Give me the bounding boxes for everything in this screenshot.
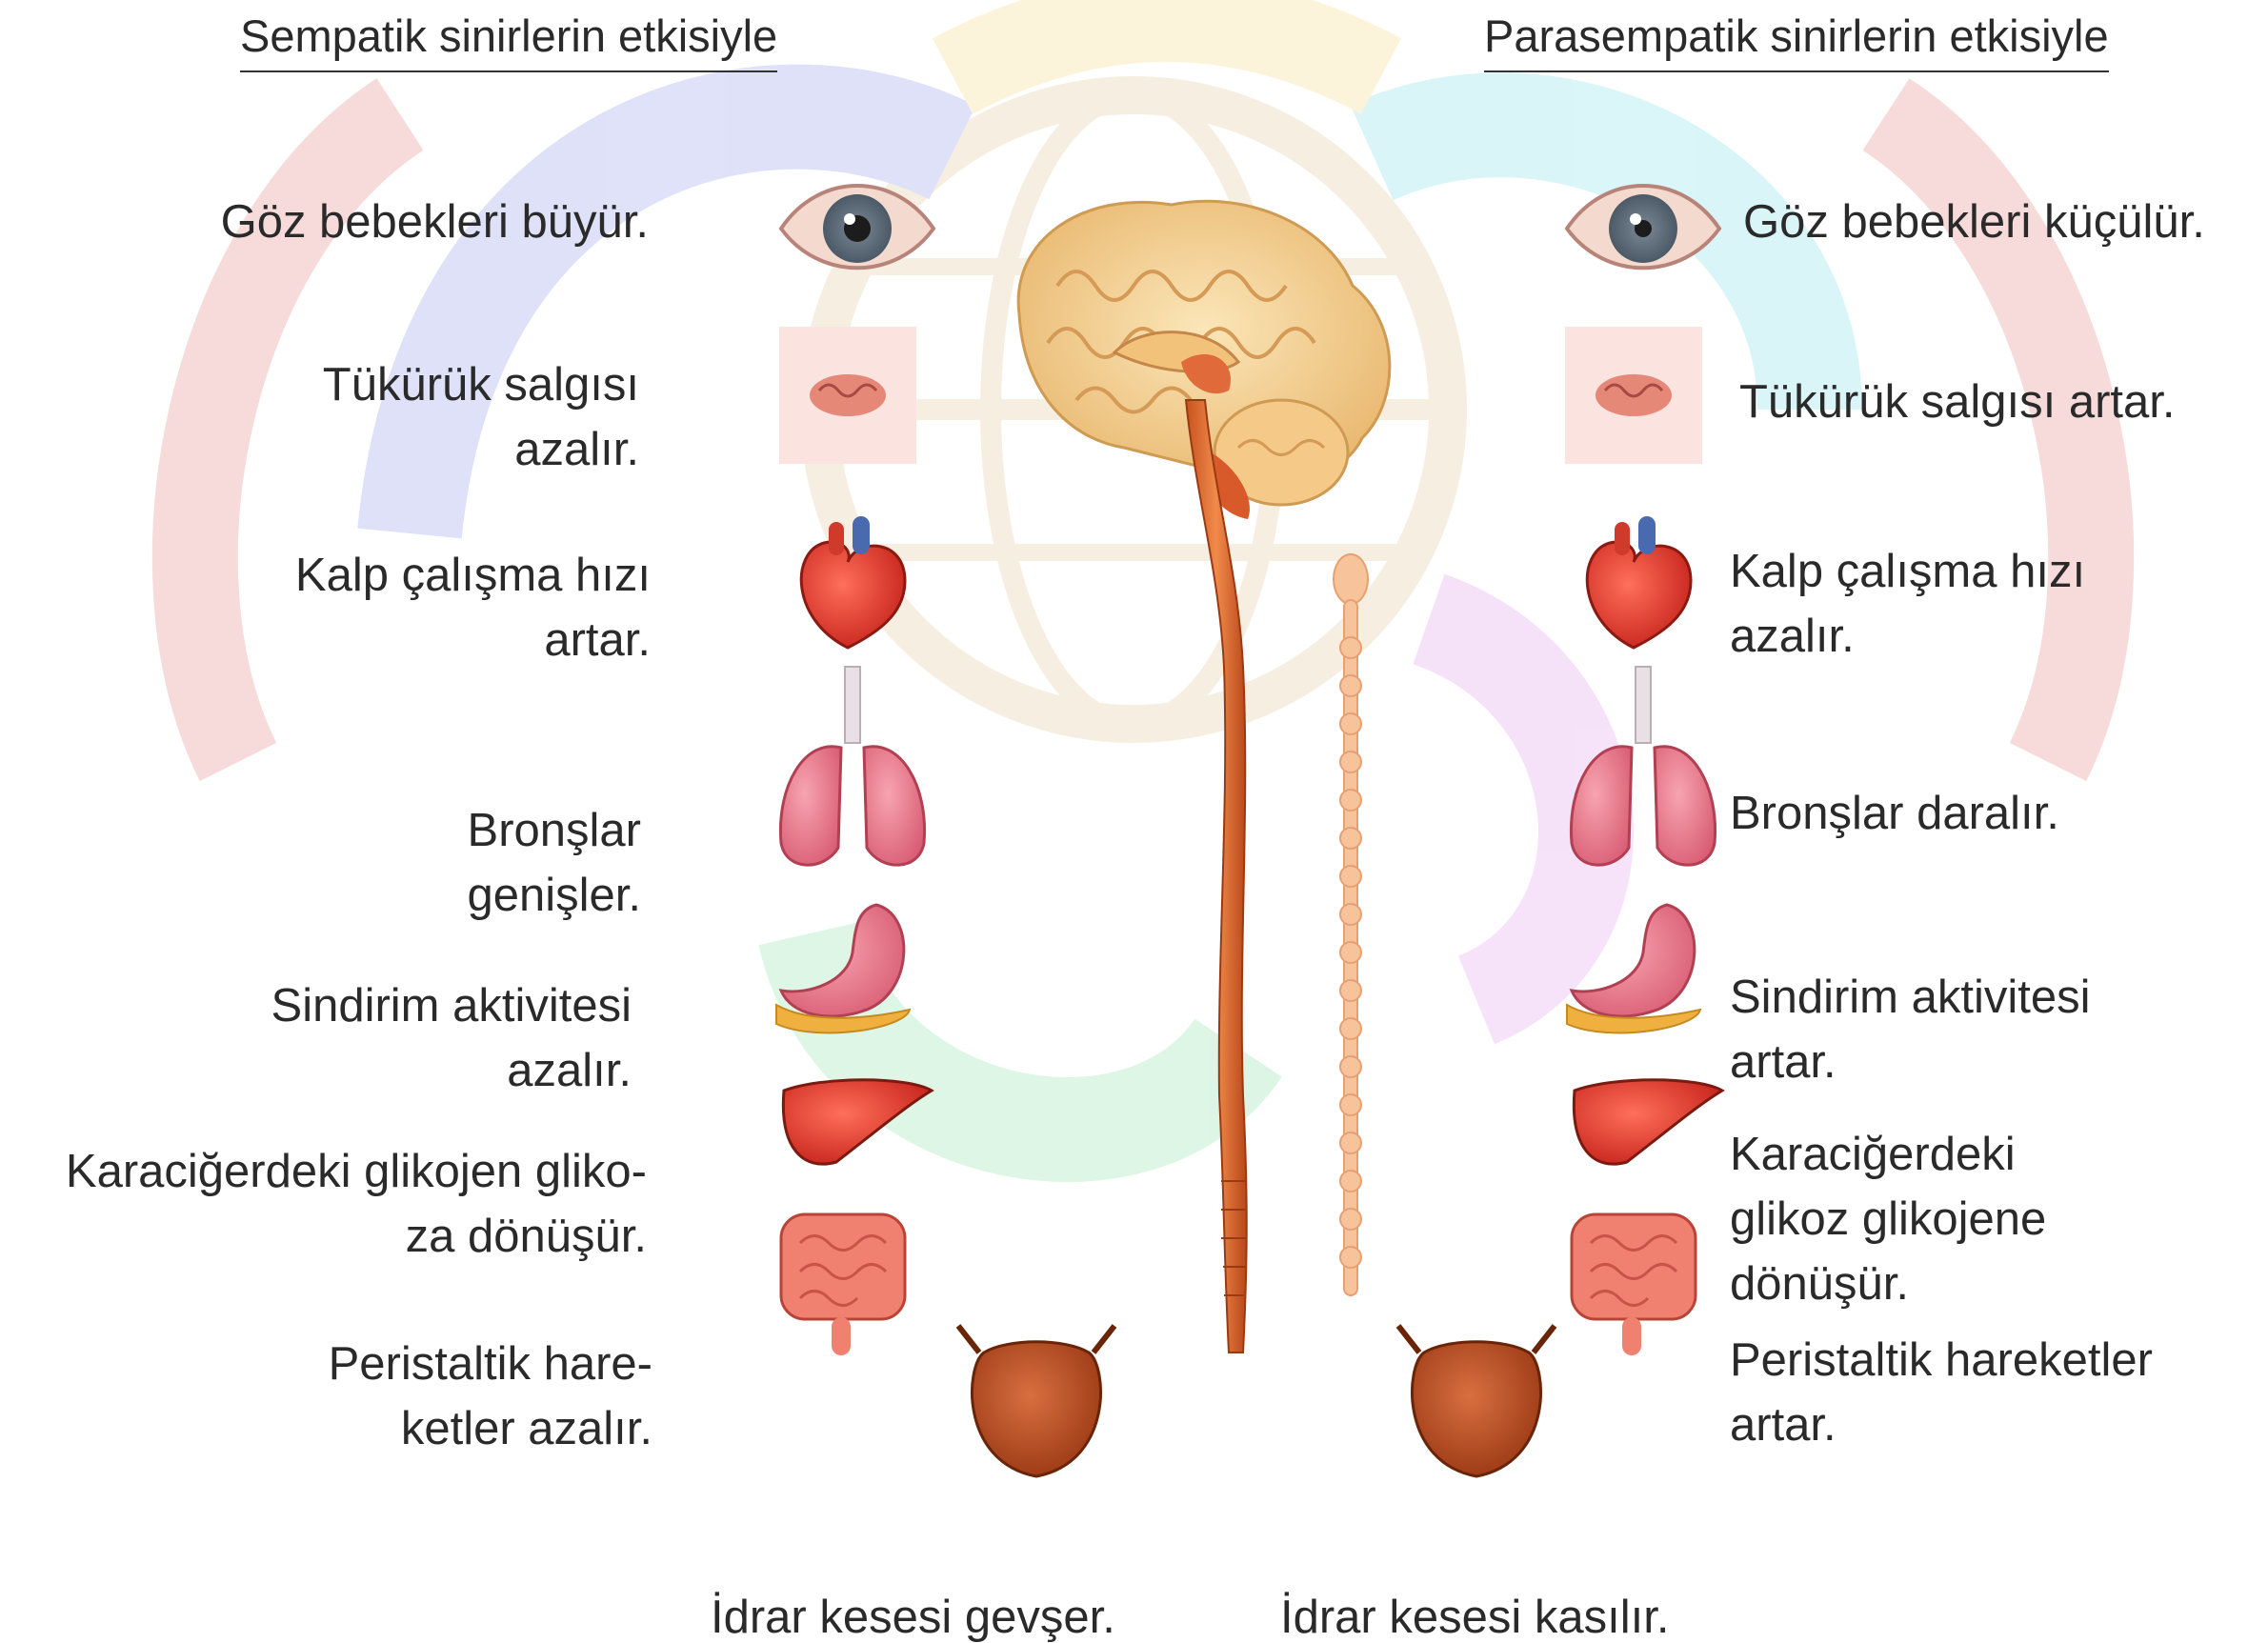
parasympathetic-bladder-caption: İdrar kesesi kasılır.	[1280, 1594, 1669, 1641]
sympathetic-effect-saliva: Tükürük salgısı azalır.	[323, 352, 639, 482]
bladder-icon	[1398, 1326, 1555, 1476]
sympathetic-header: Sempatik sinirlerin etkisiyle	[240, 10, 777, 62]
sympathetic-effect-liver: Karaciğerdeki glikojen gliko- za dönüşür…	[66, 1139, 647, 1269]
bladder-icon	[958, 1326, 1114, 1476]
sympathetic-effect-digestion: Sindirim aktivitesi azalır.	[271, 973, 632, 1103]
header-underline	[240, 70, 777, 72]
intestine-icon	[1572, 1214, 1696, 1355]
parasympathetic-effect-pupils: Göz bebekleri küçülür.	[1743, 190, 2205, 254]
heart-icon	[1587, 516, 1691, 648]
parasympathetic-header: Parasempatik sinirlerin etkisiyle	[1484, 10, 2109, 62]
stomach-icon	[1567, 905, 1700, 1032]
parasympathetic-effect-digestion: Sindirim aktivitesi artar.	[1730, 965, 2090, 1094]
liver-icon	[783, 1080, 932, 1164]
lungs-icon	[780, 667, 924, 865]
parasympathetic-effect-bronchi: Bronşlar daralır.	[1730, 781, 2059, 846]
sympathetic-header-text: Sempatik sinirlerin etkisiyle	[240, 10, 777, 61]
parasympathetic-effect-peristalsis: Peristaltik hareketler artar.	[1730, 1328, 2153, 1457]
sympathetic-effect-peristalsis: Peristaltik hare- ketler azalır.	[329, 1332, 652, 1461]
lungs-icon	[1571, 667, 1715, 865]
sympathetic-effect-pupils: Göz bebekleri büyür.	[221, 190, 649, 254]
eye-icon	[1567, 186, 1719, 268]
sympathetic-effect-heart: Kalp çalışma hızı artar.	[295, 543, 651, 672]
intestine-icon	[781, 1214, 905, 1355]
parasympathetic-header-text: Parasempatik sinirlerin etkisiyle	[1484, 10, 2109, 61]
parasympathetic-effect-heart: Kalp çalışma hızı azalır.	[1730, 539, 2085, 669]
sympathetic-chain-icon	[1334, 554, 1368, 1295]
stomach-icon	[776, 905, 910, 1032]
sympathetic-effect-bronchi: Bronşlar genişler.	[467, 798, 641, 928]
eye-icon	[781, 186, 933, 268]
parasympathetic-effect-saliva: Tükürük salgısı artar.	[1739, 370, 2176, 434]
sympathetic-bladder-caption: İdrar kesesi gevşer.	[711, 1594, 1115, 1641]
liver-icon	[1574, 1080, 1722, 1164]
salivary-gland-icon	[1565, 327, 1702, 464]
parasympathetic-effect-liver: Karaciğerdeki glikoz glikojene dönüşür.	[1730, 1122, 2046, 1316]
salivary-gland-icon	[779, 327, 916, 464]
heart-icon	[801, 516, 905, 648]
header-underline	[1484, 70, 2109, 72]
